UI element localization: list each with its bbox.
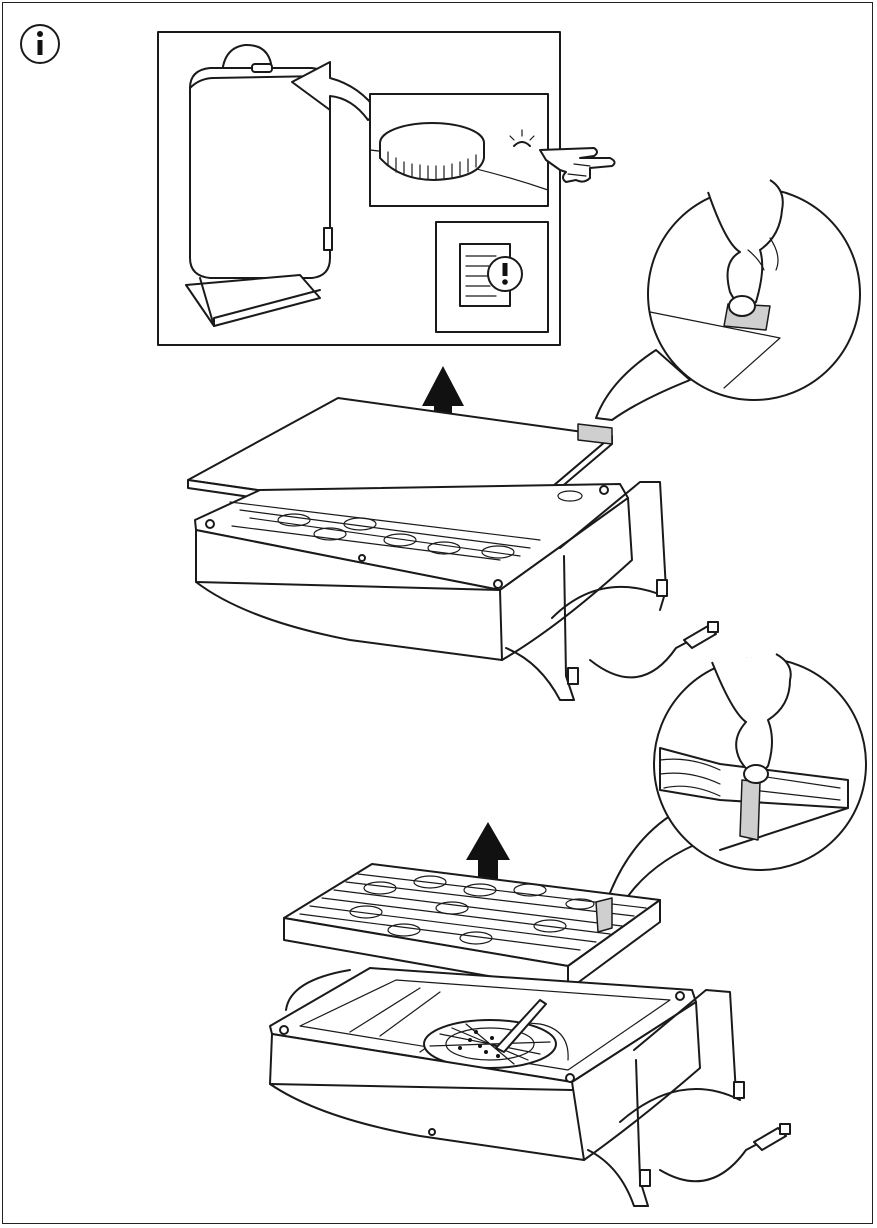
purifier-base-with-filter [194, 483, 633, 661]
filter-tab-zoom-circle [607, 653, 867, 903]
purifier-base-empty [269, 967, 701, 1161]
cover-tab-zoom-circle [595, 179, 861, 421]
knob-zoom-inset [369, 93, 616, 207]
step-remove-filter [269, 653, 867, 1207]
purifier-stand [505, 481, 719, 701]
purifier-stand [587, 989, 791, 1207]
arrow-up-icon [466, 822, 510, 904]
air-purifier-device [185, 43, 333, 327]
hand-pointer-icon [539, 147, 616, 183]
reset-instruction-panel [157, 31, 616, 346]
arrow-up-icon [422, 366, 464, 452]
filter-block [283, 863, 661, 991]
manual-warning-inset [435, 221, 549, 333]
info-circle-icon [20, 24, 60, 64]
step-remove-cover [187, 179, 861, 701]
manual-warning-icon [459, 243, 523, 307]
indicator-light-icon [509, 129, 535, 147]
